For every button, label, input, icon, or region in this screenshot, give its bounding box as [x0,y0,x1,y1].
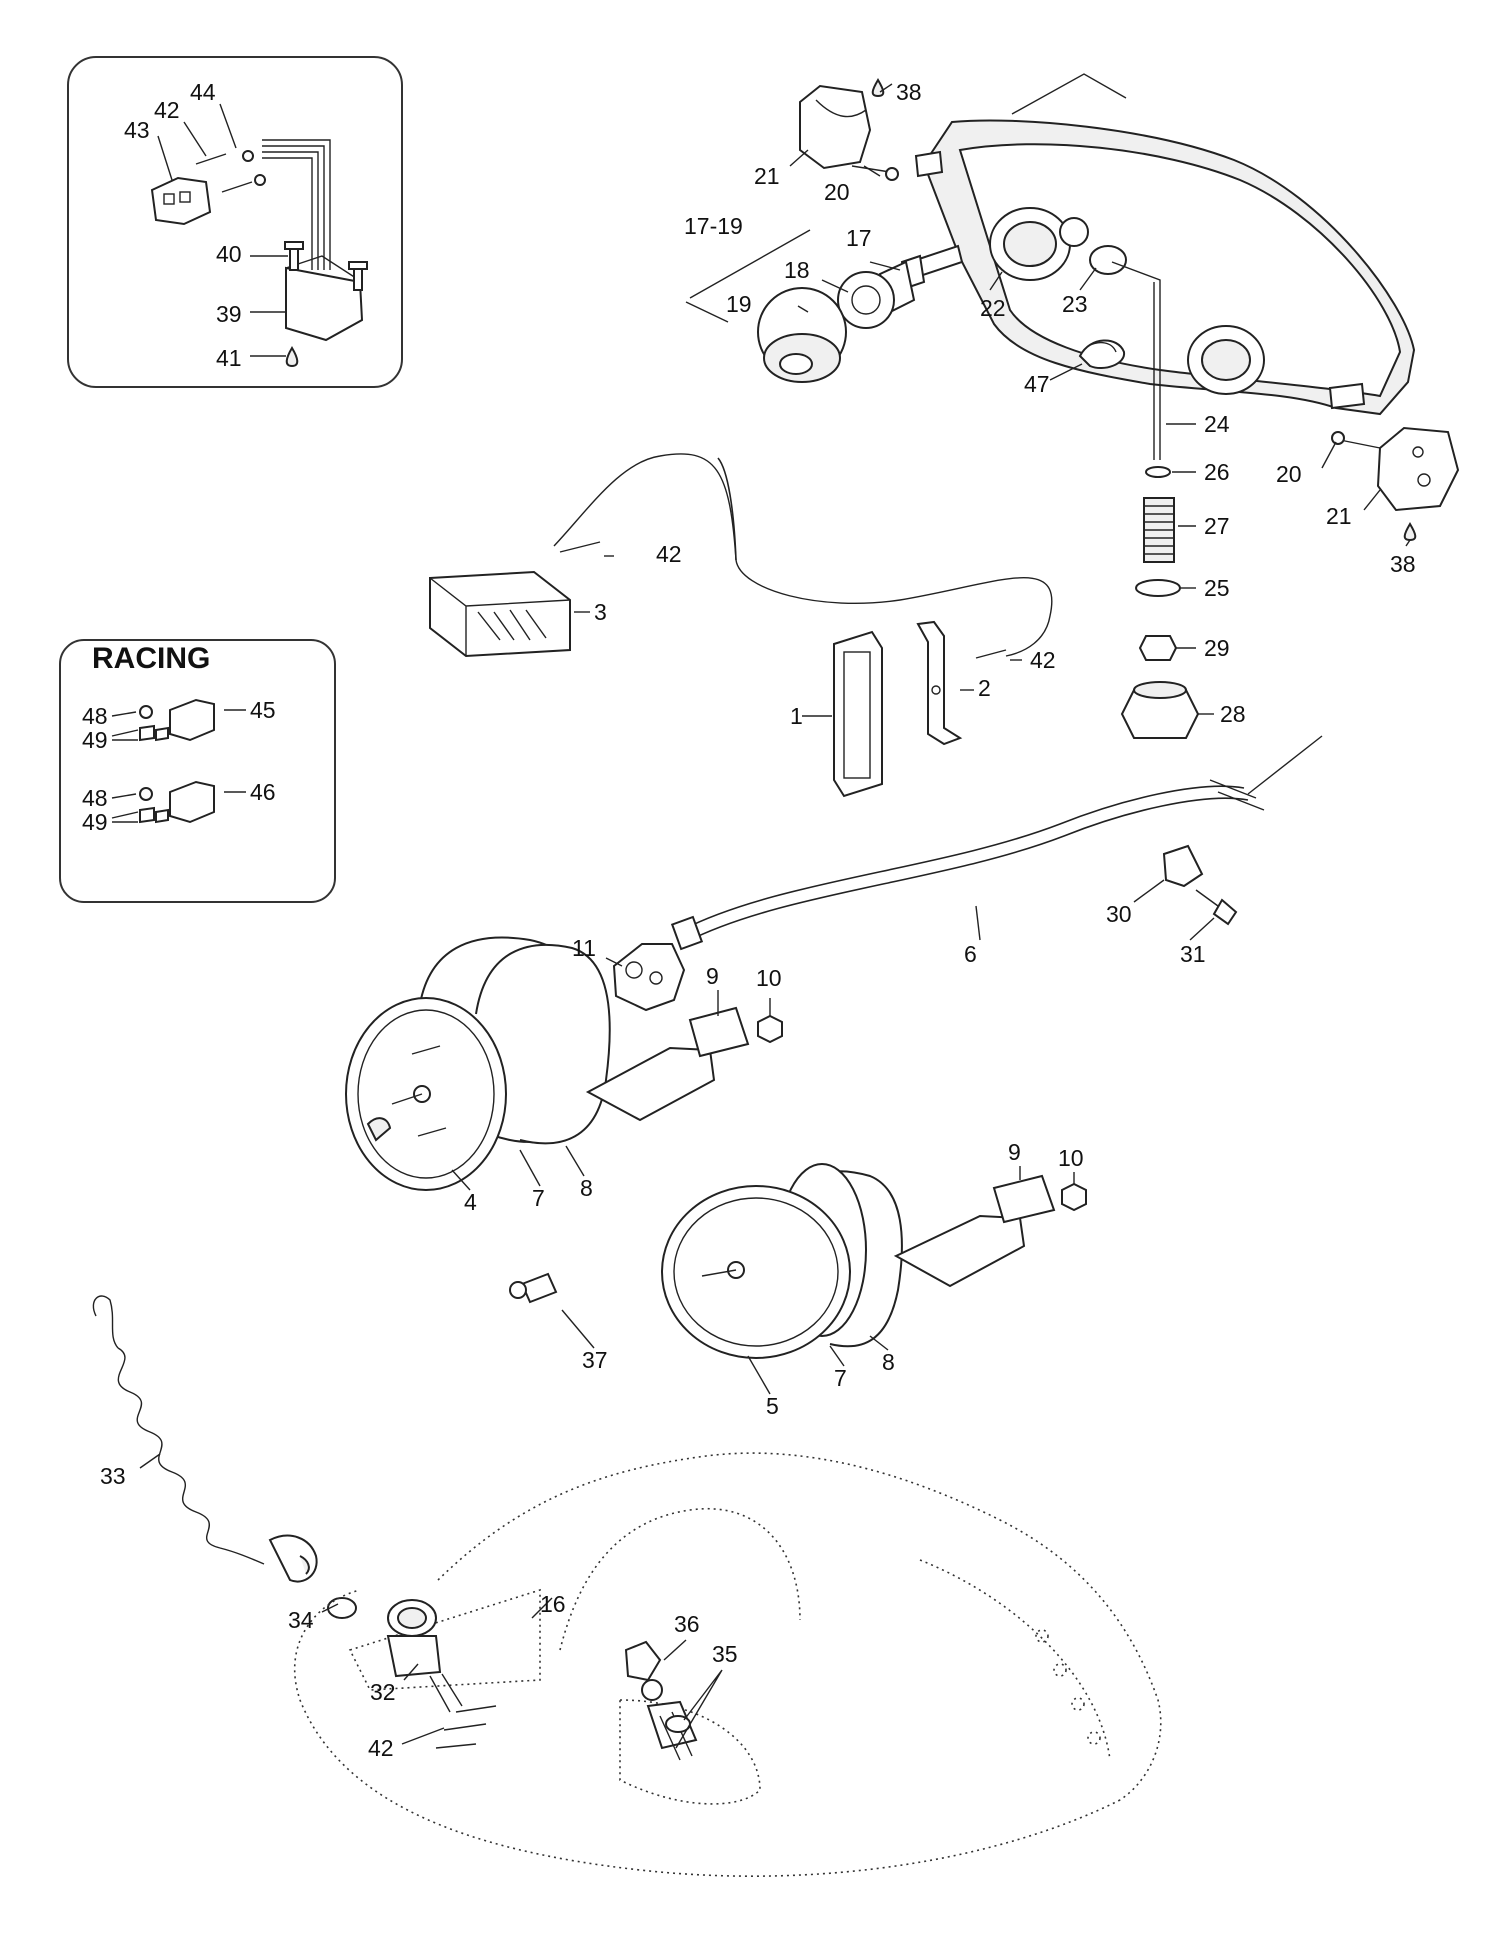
label-2: 2 [978,675,991,701]
label-21-top: 21 [754,163,780,189]
label-48-second: 48 [82,785,108,811]
label-6: 6 [964,941,977,967]
adjuster-stack [1111,261,1200,739]
bulb-37 [509,1272,558,1304]
label-49-second: 49 [82,809,108,835]
label-7-top: 7 [532,1185,545,1211]
label-40: 40 [216,241,242,267]
switch-35-36 [624,1640,698,1761]
label-29: 29 [1204,635,1230,661]
harness-3 [429,453,1053,659]
label-1: 1 [790,703,803,729]
regulator-inset [67,56,403,388]
label-45: 45 [250,697,276,723]
leader-lines [111,83,1411,1749]
headlight-assembly [914,73,1416,416]
label-9-bottom: 9 [1008,1139,1021,1165]
clip-47 [1078,339,1126,370]
label-35: 35 [712,1641,738,1667]
label-9-top: 9 [706,963,719,989]
label-47: 47 [1024,371,1050,397]
label-44: 44 [190,79,216,105]
label-17-19: 17-19 [684,213,743,239]
label-24: 24 [1204,411,1230,437]
headlight-bulb-group [685,229,964,383]
label-10-bottom: 10 [1058,1145,1084,1171]
label-39: 39 [216,301,242,327]
label-46: 46 [250,779,276,805]
label-23: 23 [1062,291,1088,317]
label-8-top: 8 [580,1175,593,1201]
part-labels: 1 2 3 4 5 6 7 7 8 8 9 9 10 10 11 16 17 1… [82,79,1416,1761]
label-42-right: 42 [1030,647,1056,673]
label-3: 3 [594,599,607,625]
label-21-right: 21 [1326,503,1352,529]
label-5: 5 [766,1393,779,1419]
speedometer-cable-6 [670,735,1323,951]
label-4: 4 [464,1189,477,1215]
gauge-4-hardware [585,943,783,1122]
label-22: 22 [980,295,1006,321]
label-28: 28 [1220,701,1246,727]
label-36: 36 [674,1611,700,1637]
label-26: 26 [1204,459,1230,485]
racing-inset: RACING [59,639,336,903]
label-43: 43 [124,117,150,143]
label-30: 30 [1106,901,1132,927]
label-42-inset: 42 [154,97,180,123]
label-7-bottom: 7 [834,1365,847,1391]
bracket-21-top [799,78,899,181]
gauge-4 [345,936,611,1191]
bracket-21-right [1331,426,1460,542]
label-20-top: 20 [824,179,850,205]
items-1-2 [833,620,963,798]
label-41: 41 [216,345,242,371]
label-10-top: 10 [756,965,782,991]
gauge-5 [661,1163,1087,1359]
label-11: 11 [572,935,596,961]
label-32: 32 [370,1679,396,1705]
label-27: 27 [1204,513,1230,539]
label-19: 19 [726,291,752,317]
label-25: 25 [1204,575,1230,601]
label-34: 34 [288,1607,314,1633]
switch-32 [386,1599,497,1749]
label-48-first: 48 [82,703,108,729]
label-16: 16 [540,1591,566,1617]
label-31: 31 [1180,941,1206,967]
dashboard-outline [294,1452,1162,1877]
label-20-right: 20 [1276,461,1302,487]
racing-title: RACING [92,642,210,675]
label-42-harness: 42 [656,541,682,567]
label-42-bottom: 42 [368,1735,394,1761]
label-38-right: 38 [1390,551,1416,577]
tether-cord-33 [92,1295,357,1619]
label-18: 18 [784,257,810,283]
label-8-bottom: 8 [882,1349,895,1375]
label-38-top: 38 [896,79,922,105]
label-33: 33 [100,1463,126,1489]
label-37: 37 [582,1347,608,1373]
label-17: 17 [846,225,872,251]
label-49-first: 49 [82,727,108,753]
